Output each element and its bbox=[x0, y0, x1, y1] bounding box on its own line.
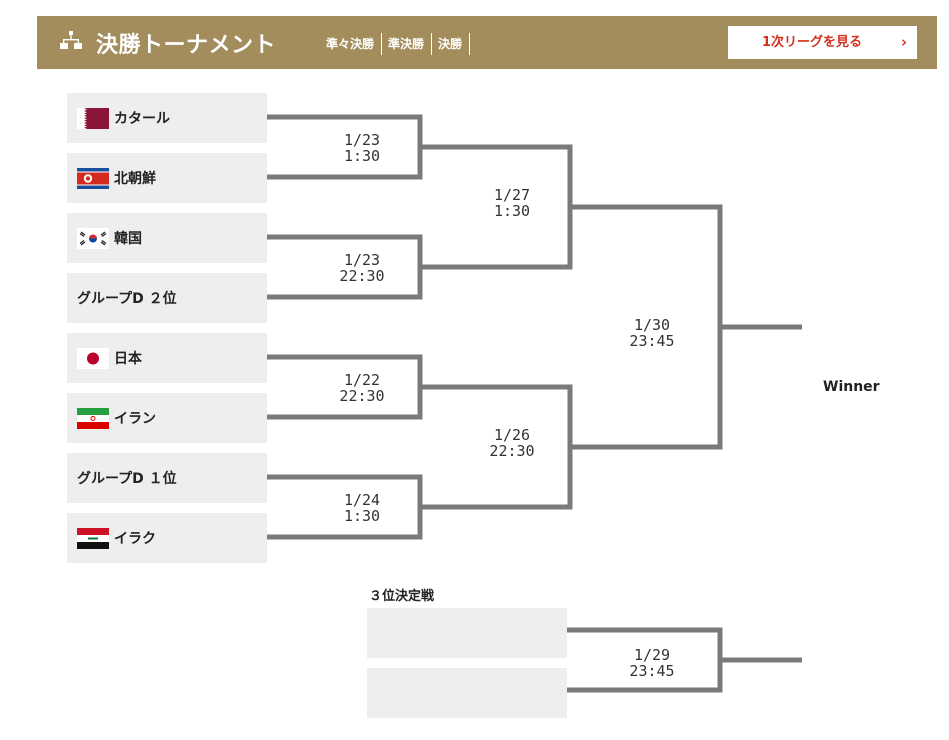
team-slot: 北朝鮮 bbox=[67, 153, 267, 203]
qf4-connector bbox=[267, 474, 423, 540]
iran-flag-icon bbox=[77, 407, 109, 429]
third-place-slot-2 bbox=[367, 668, 567, 718]
nav-semifinal[interactable]: 準決勝 bbox=[382, 33, 433, 55]
match-time: 1:30 bbox=[493, 202, 531, 220]
round-nav: 準々決勝 準決勝 決勝 bbox=[320, 33, 471, 55]
match-time-final: 1/30 23:45 bbox=[597, 317, 707, 349]
team-name: グループD １位 bbox=[77, 471, 177, 487]
page-title: 決勝トーナメント bbox=[96, 33, 277, 58]
match-date: 1/22 bbox=[343, 371, 381, 389]
team-slot: 韓国 bbox=[67, 213, 267, 263]
chevron-right-icon: › bbox=[900, 33, 907, 51]
third-place-title: ３位決定戦 bbox=[369, 589, 435, 604]
team-slot: グループD １位 bbox=[67, 453, 267, 503]
match-date: 1/30 bbox=[633, 316, 671, 334]
qf2-connector bbox=[267, 234, 423, 300]
match-time-qf4: 1/24 1:30 bbox=[307, 492, 417, 524]
match-time-qf3: 1/22 22:30 bbox=[307, 372, 417, 404]
team-slot: グループD ２位 bbox=[67, 273, 267, 323]
match-time: 23:45 bbox=[629, 332, 675, 350]
match-date: 1/23 bbox=[343, 251, 381, 269]
team-name: 北朝鮮 bbox=[114, 171, 156, 187]
match-time-sf1: 1/27 1:30 bbox=[457, 187, 567, 219]
team-name: カタール bbox=[114, 111, 170, 127]
match-time-sf2: 1/26 22:30 bbox=[457, 427, 567, 459]
match-time: 22:30 bbox=[339, 267, 385, 285]
qatar-flag-icon bbox=[77, 107, 109, 129]
team-name: 韓国 bbox=[114, 231, 142, 247]
south-korea-flag-icon bbox=[77, 227, 109, 249]
team-name: グループD ２位 bbox=[77, 291, 177, 307]
nav-quarterfinal[interactable]: 準々決勝 bbox=[320, 33, 383, 55]
match-time-qf2: 1/23 22:30 bbox=[307, 252, 417, 284]
team-name: 日本 bbox=[114, 351, 142, 367]
match-time-third: 1/29 23:45 bbox=[597, 647, 707, 679]
tournament-header: 決勝トーナメント 準々決勝 準決勝 決勝 1次リーグを見る › bbox=[37, 16, 937, 69]
first-league-button[interactable]: 1次リーグを見る › bbox=[728, 26, 917, 59]
nav-final[interactable]: 決勝 bbox=[432, 33, 471, 55]
japan-flag-icon bbox=[77, 347, 109, 369]
match-time: 1:30 bbox=[343, 147, 381, 165]
team-slot: 日本 bbox=[67, 333, 267, 383]
bracket-icon bbox=[60, 31, 82, 49]
match-date: 1/24 bbox=[343, 491, 381, 509]
team-slot: カタール bbox=[67, 93, 267, 143]
winner-label: Winner bbox=[823, 379, 880, 395]
first-league-button-label: 1次リーグを見る bbox=[762, 35, 863, 50]
match-time: 22:30 bbox=[339, 387, 385, 405]
north-korea-flag-icon bbox=[77, 167, 109, 189]
match-date: 1/26 bbox=[493, 426, 531, 444]
match-time-qf1: 1/23 1:30 bbox=[307, 132, 417, 164]
team-name: イラク bbox=[114, 531, 156, 547]
team-slot: イラク bbox=[67, 513, 267, 563]
match-time: 22:30 bbox=[489, 442, 535, 460]
match-time: 1:30 bbox=[343, 507, 381, 525]
team-slot: イラン bbox=[67, 393, 267, 443]
match-date: 1/29 bbox=[633, 646, 671, 664]
match-date: 1/23 bbox=[343, 131, 381, 149]
iraq-flag-icon bbox=[77, 527, 109, 549]
team-name: イラン bbox=[114, 411, 156, 427]
third-place-slot-1 bbox=[367, 608, 567, 658]
match-date: 1/27 bbox=[493, 186, 531, 204]
match-time: 23:45 bbox=[629, 662, 675, 680]
